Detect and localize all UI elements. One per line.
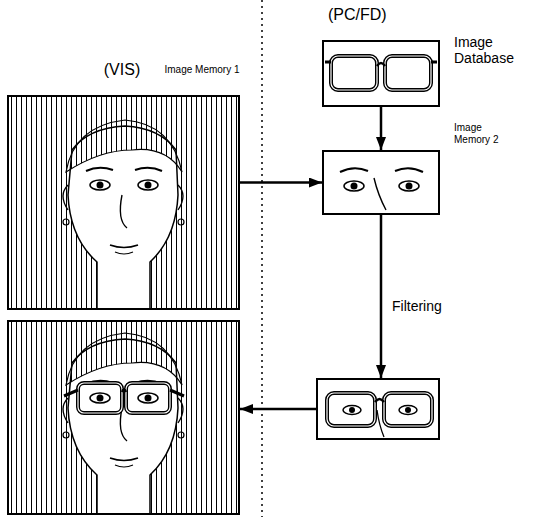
face-drawing xyxy=(7,320,240,515)
glasses-drawing xyxy=(64,383,184,413)
image-frame: (VIS)Image Memory 1 xyxy=(7,95,240,310)
flow-arrow xyxy=(380,107,383,150)
memory-label: Image Database xyxy=(454,34,534,66)
flow-arrow xyxy=(380,215,383,378)
image-frame: Image Database xyxy=(322,40,440,107)
flow-arrow xyxy=(240,408,316,411)
image-frame xyxy=(7,320,240,515)
image-frame: Image Memory 2 xyxy=(322,150,440,215)
memory-label: Image Memory 1 xyxy=(157,64,247,76)
divider-line xyxy=(261,0,263,517)
face-drawing xyxy=(7,95,240,310)
eyes-drawing xyxy=(340,168,423,210)
column-heading: (PC/FD) xyxy=(326,6,389,24)
glasses-drawing xyxy=(325,56,437,90)
edge-label: Filtering xyxy=(390,298,444,314)
flow-arrow xyxy=(240,181,322,184)
memory-label: (VIS) xyxy=(87,61,157,79)
image-frame xyxy=(316,378,440,440)
memory-label: Image Memory 2 xyxy=(454,122,516,145)
eyes-with-glasses-drawing xyxy=(327,393,432,437)
